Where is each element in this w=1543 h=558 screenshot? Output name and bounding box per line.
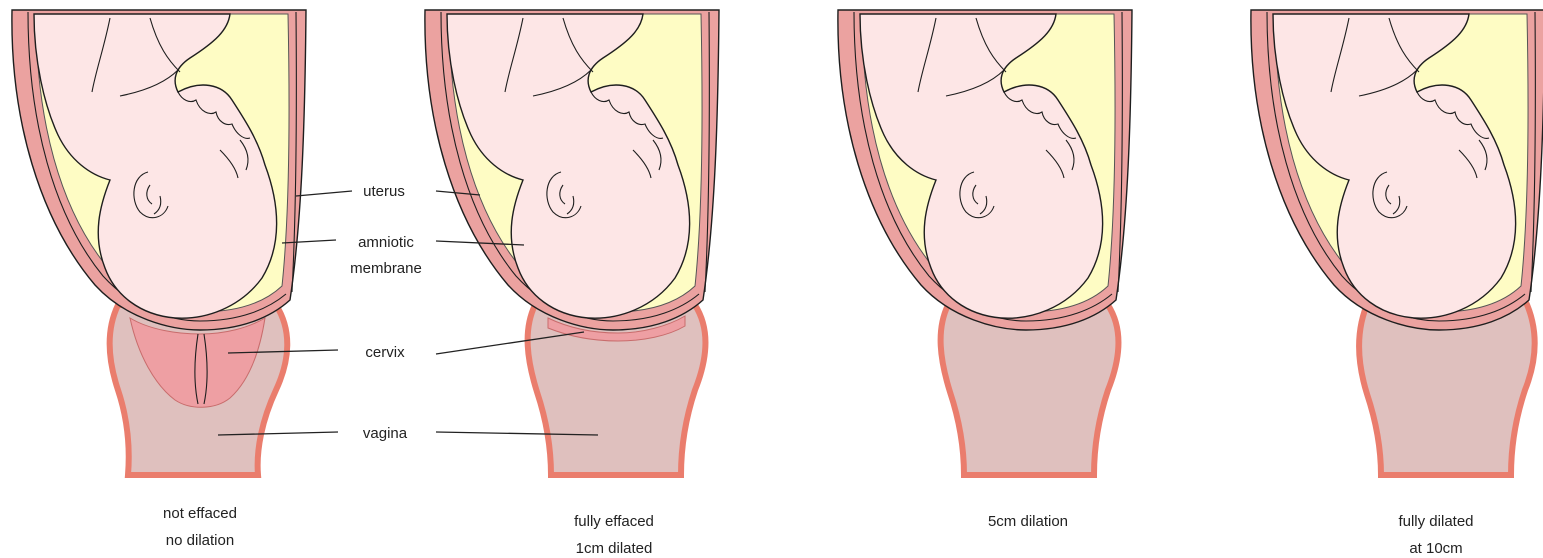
label-amniotic-text-2: membrane	[350, 260, 422, 277]
caption-stage-4: fully dilated at 10cm	[1398, 513, 1473, 557]
pointer-uterus-left	[296, 191, 352, 196]
label-vagina: vagina	[218, 425, 598, 442]
caption-line-2: no dilation	[166, 532, 234, 549]
caption-stage-2: fully effaced 1cm dilated	[574, 513, 654, 557]
caption-line-2: at 10cm	[1409, 540, 1462, 557]
caption-line-1: fully dilated	[1398, 513, 1473, 530]
caption-line-2: 1cm dilated	[576, 540, 653, 557]
caption-line-1: 5cm dilation	[988, 513, 1068, 530]
caption-line-1: not effaced	[163, 505, 237, 522]
stage-panel-fully-dilated	[1251, 10, 1543, 475]
label-amniotic-text-1: amniotic	[358, 234, 414, 251]
label-uterus-text: uterus	[363, 183, 405, 200]
label-vagina-text: vagina	[363, 425, 408, 442]
stage-panel-5cm	[838, 10, 1132, 475]
label-cervix-text: cervix	[365, 344, 405, 361]
caption-line-1: fully effaced	[574, 513, 654, 530]
stage-panel-not-effaced	[12, 10, 306, 475]
caption-stage-1: not effaced no dilation	[163, 505, 237, 549]
caption-stage-3: 5cm dilation	[988, 513, 1068, 530]
